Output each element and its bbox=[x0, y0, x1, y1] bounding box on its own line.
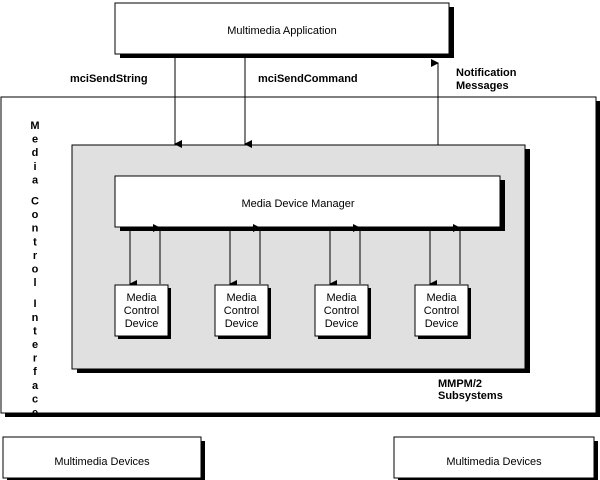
multimedia-devices-left-box: Multimedia Devices bbox=[2, 436, 205, 480]
vertical-label-char: M bbox=[30, 120, 39, 132]
multimedia-devices-left-label: Multimedia Devices bbox=[54, 456, 150, 468]
vertical-label-char: t bbox=[33, 236, 37, 248]
notification-label-line2: Messages bbox=[456, 80, 509, 92]
vertical-label-char: n bbox=[32, 223, 39, 235]
device-label-line: Control bbox=[224, 305, 259, 317]
vertical-label-char: d bbox=[32, 147, 39, 159]
vertical-label-char: r bbox=[33, 250, 38, 262]
device-label-line: Control bbox=[124, 305, 159, 317]
vertical-label-char: n bbox=[32, 312, 39, 324]
device-label-line: Media bbox=[127, 292, 158, 304]
send-string-label: mciSendString bbox=[70, 73, 148, 85]
vertical-label-char: C bbox=[31, 195, 39, 207]
multimedia-application-box: Multimedia Application bbox=[114, 2, 454, 58]
vertical-label-char: o bbox=[32, 263, 39, 275]
device-box bbox=[114, 284, 169, 337]
vertical-label-char: r bbox=[33, 353, 38, 365]
vertical-label-char: o bbox=[32, 209, 39, 221]
device-box bbox=[214, 284, 269, 337]
vertical-label-char: l bbox=[33, 277, 36, 289]
device-label-line: Device bbox=[325, 318, 359, 330]
notification-label-line1: Notification bbox=[456, 67, 517, 79]
device-box bbox=[414, 284, 469, 337]
vertical-label-char: a bbox=[32, 380, 39, 392]
device-label-line: Media bbox=[427, 292, 458, 304]
send-command-label: mciSendCommand bbox=[258, 73, 358, 85]
media-device-manager-label: Media Device Manager bbox=[241, 198, 354, 210]
device-label-line: Device bbox=[425, 318, 459, 330]
device-label-line: Control bbox=[324, 305, 359, 317]
device-label-line: Media bbox=[227, 292, 258, 304]
subsystems-label-line2: Subsystems bbox=[438, 390, 503, 402]
vertical-label-char: e bbox=[32, 407, 38, 419]
device-label-line: Media bbox=[327, 292, 358, 304]
vertical-label-char: t bbox=[33, 325, 37, 337]
device-label-line: Device bbox=[225, 318, 259, 330]
vertical-label-char: e bbox=[32, 339, 38, 351]
subsystems-label-line1: MMPM/2 bbox=[438, 378, 482, 390]
vertical-label-char: i bbox=[33, 161, 36, 173]
device-label-line: Device bbox=[125, 318, 159, 330]
vertical-label-char: I bbox=[33, 298, 36, 310]
multimedia-application-label: Multimedia Application bbox=[227, 25, 336, 37]
vertical-label-char: c bbox=[32, 393, 38, 405]
media-device-manager-box: Media Device Manager bbox=[114, 175, 505, 231]
vertical-label-char: f bbox=[33, 366, 37, 378]
media-control-devices: MediaControlDeviceMediaControlDeviceMedi… bbox=[114, 224, 471, 339]
device-label-line: Control bbox=[424, 305, 459, 317]
vertical-label-char: e bbox=[32, 134, 38, 146]
multimedia-devices-right-label: Multimedia Devices bbox=[446, 456, 542, 468]
device-box bbox=[314, 284, 369, 337]
multimedia-devices-right-box: Multimedia Devices bbox=[393, 436, 598, 480]
vertical-label-char: a bbox=[32, 174, 39, 186]
